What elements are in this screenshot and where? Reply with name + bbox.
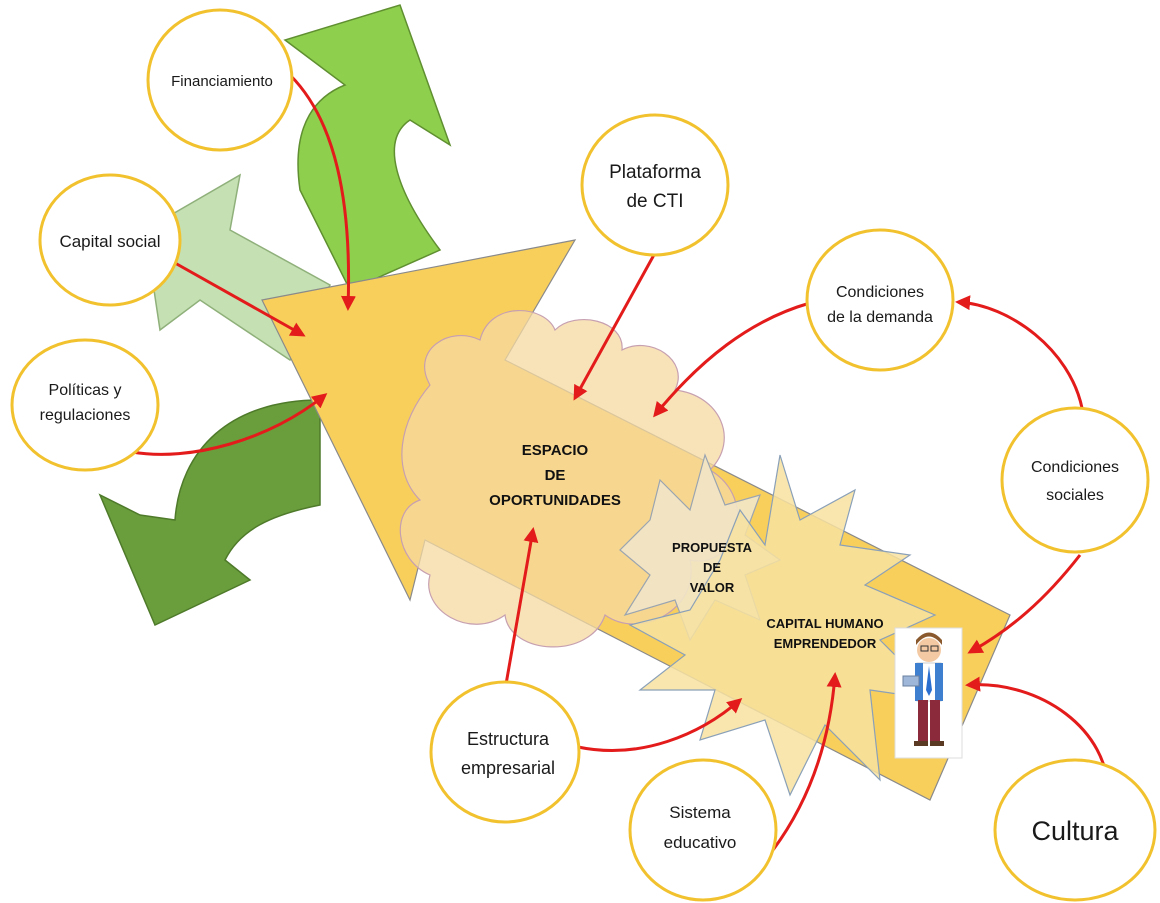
capital-humano-label-2: EMPRENDEDOR (774, 636, 877, 651)
sistema-label-2: educativo (664, 833, 737, 852)
estructura-label-1: Estructura (467, 729, 550, 749)
propuesta-label-3: VALOR (690, 580, 735, 595)
espacio-label-3: OPORTUNIDADES (489, 492, 621, 509)
espacio-label-2: DE (545, 467, 566, 484)
sistema-label-1: Sistema (669, 803, 731, 822)
bubble-condiciones-sociales: Condiciones sociales (1000, 406, 1150, 554)
bubble-condiciones-demanda: Condiciones de la demanda (805, 228, 955, 372)
condiciones-sociales-label-1: Condiciones (1031, 459, 1119, 476)
propuesta-label-2: DE (703, 560, 721, 575)
bubble-plataforma-cti: Plataforma de CTI (580, 113, 730, 257)
arrow-sociales-to-demanda (955, 295, 1084, 409)
capital-social-label: Capital social (59, 232, 160, 251)
bubble-financiamiento: Financiamiento (146, 8, 294, 152)
cultura-label: Cultura (1031, 816, 1119, 846)
capital-humano-label-1: CAPITAL HUMANO (766, 616, 883, 631)
plataforma-label-2: de CTI (626, 191, 683, 212)
bubble-cultura: Cultura (993, 758, 1157, 902)
financiamiento-label: Financiamiento (171, 73, 273, 90)
arrow-estructura-espacio (503, 527, 539, 691)
arrow-sistema-educativo (771, 672, 842, 851)
dark-green-down-arrow (98, 399, 321, 627)
politicas-label-2: regulaciones (40, 407, 131, 424)
politicas-label-1: Políticas y (49, 382, 122, 399)
arrow-plataforma (573, 252, 657, 401)
bubble-sistema-educativo: Sistema educativo (628, 758, 778, 902)
estructura-label-2: empresarial (461, 758, 555, 778)
arrow-estructura-propuesta (577, 698, 743, 752)
plataforma-label-1: Plataforma (609, 162, 701, 183)
arrow-sociales-to-person (967, 554, 1082, 654)
bubble-estructura-empresarial: Estructura empresarial (429, 680, 581, 824)
condiciones-demanda-label-1: Condiciones (836, 284, 924, 301)
arrow-capital-social (174, 261, 306, 337)
arrow-financiamiento (288, 73, 356, 311)
green-up-arrow (283, 4, 452, 291)
espacio-label-1: ESPACIO (522, 442, 589, 459)
arrow-condiciones-demanda (653, 301, 811, 418)
bubble-capital-social: Capital social (38, 173, 182, 307)
propuesta-label-1: PROPUESTA (672, 540, 753, 555)
bubble-politicas: Políticas y regulaciones (10, 338, 160, 472)
condiciones-sociales-label-2: sociales (1046, 487, 1104, 504)
entrepreneur-person-icon (894, 627, 963, 759)
condiciones-demanda-label-2: de la demanda (827, 309, 933, 326)
arrow-politicas (131, 393, 328, 456)
